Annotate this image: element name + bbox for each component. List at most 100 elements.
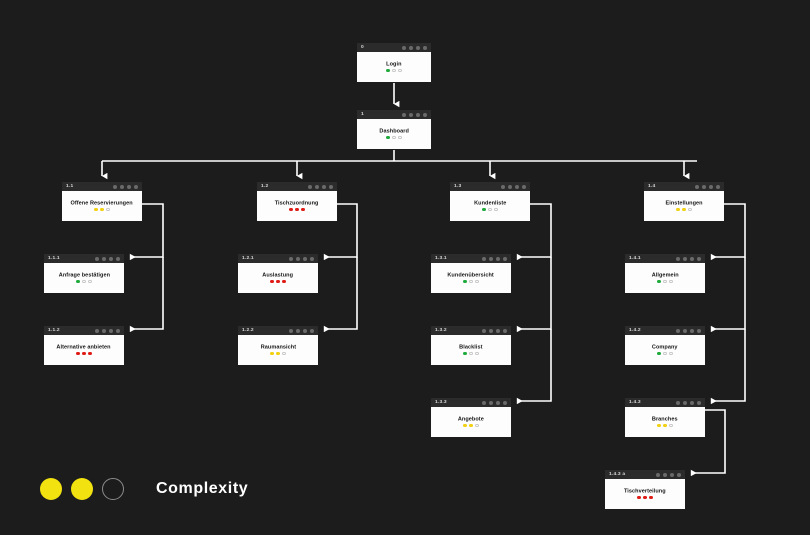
window-dot (315, 184, 319, 189)
node-titlebar: 1.4.1 (625, 254, 705, 263)
complexity-dot-off (669, 423, 673, 428)
window-dot (690, 256, 694, 261)
node-titlebar: 1.3 (450, 182, 530, 191)
node-id: 1.3.3 (435, 398, 447, 405)
window-dot (310, 328, 314, 333)
node-label: Dashboard (379, 126, 409, 134)
node-body: Auslastung (238, 263, 318, 293)
complexity-dot-red (88, 351, 92, 356)
complexity-dot-yellow (463, 423, 467, 428)
complexity-dot-yellow (676, 207, 680, 212)
node-body: Raumansicht (238, 335, 318, 365)
window-dot (489, 328, 493, 333)
complexity-dot-off (106, 207, 110, 212)
node-label: Einstellungen (665, 198, 703, 206)
complexity-legend: Complexity (40, 478, 248, 500)
legend-dots (40, 478, 124, 500)
complexity-dots (386, 68, 402, 73)
window-dot (95, 328, 99, 333)
node-label: Offene Reservierungen (70, 198, 134, 206)
window-dot (120, 184, 124, 189)
complexity-dot-off (392, 68, 396, 73)
node-id: 1.1.1 (48, 254, 60, 261)
legend-dot-hollow (102, 478, 124, 500)
legend-dot-filled (71, 478, 93, 500)
window-control-dots (308, 184, 333, 189)
node-titlebar: 1.2.2 (238, 326, 318, 335)
complexity-dots (94, 207, 110, 212)
window-dot (709, 184, 713, 189)
window-control-dots (402, 112, 427, 117)
node-label: Kundenübersicht (447, 270, 495, 278)
complexity-dot-off (469, 279, 473, 284)
window-dot (113, 184, 117, 189)
complexity-dot-off (488, 207, 492, 212)
node-label: Company (652, 342, 678, 350)
complexity-dot-off (469, 351, 473, 356)
complexity-dot-off (398, 135, 402, 140)
complexity-dot-yellow (657, 423, 661, 428)
window-dot (109, 328, 113, 333)
node-id: 1.4 (648, 182, 656, 189)
complexity-dot-green (386, 135, 390, 140)
node-titlebar: 1.4.2 (625, 326, 705, 335)
window-dot (303, 256, 307, 261)
window-dot (409, 112, 413, 117)
window-dot (683, 256, 687, 261)
node-body: Alternative anbieten (44, 335, 124, 365)
window-dot (482, 256, 486, 261)
complexity-dot-yellow (100, 207, 104, 212)
node-titlebar: 1.3.1 (431, 254, 511, 263)
node-id: 1.1.2 (48, 326, 60, 333)
window-dot (423, 112, 427, 117)
complexity-dot-off (669, 351, 673, 356)
complexity-dots (657, 423, 673, 428)
window-dot (402, 112, 406, 117)
complexity-dots (463, 423, 479, 428)
complexity-dot-off (282, 351, 286, 356)
window-dot (676, 256, 680, 261)
window-dot (503, 256, 507, 261)
window-dot (697, 328, 701, 333)
node-titlebar: 1.4 (644, 182, 724, 191)
window-dot (695, 184, 699, 189)
window-control-dots (289, 328, 314, 333)
window-dot (503, 328, 507, 333)
node-body: Company (625, 335, 705, 365)
complexity-dot-green (657, 351, 661, 356)
window-control-dots (402, 45, 427, 50)
window-dot (289, 256, 293, 261)
complexity-dots (463, 279, 479, 284)
window-dot (116, 256, 120, 261)
node-id: 1.2 (261, 182, 269, 189)
node-titlebar: 1.1 (62, 182, 142, 191)
complexity-dot-red (637, 495, 641, 500)
complexity-dot-yellow (682, 207, 686, 212)
window-dot (482, 400, 486, 405)
complexity-dot-red (76, 351, 80, 356)
window-control-dots (676, 400, 701, 405)
complexity-dot-yellow (469, 423, 473, 428)
complexity-dot-off (398, 68, 402, 73)
window-dot (134, 184, 138, 189)
window-dot (690, 400, 694, 405)
legend-dot-filled (40, 478, 62, 500)
window-control-dots (676, 328, 701, 333)
